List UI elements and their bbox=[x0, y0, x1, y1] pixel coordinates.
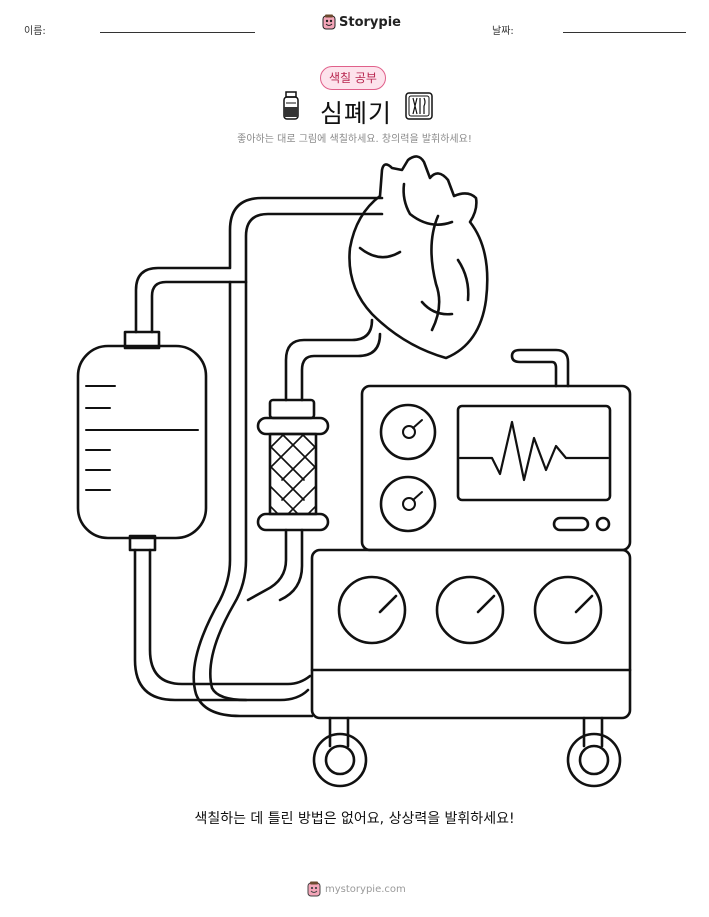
tube-left-loop-outer bbox=[192, 280, 314, 718]
monitor-slot bbox=[552, 516, 590, 532]
filter-top-ring bbox=[256, 416, 330, 436]
iv-bag bbox=[76, 344, 208, 540]
tube-heart-outer bbox=[284, 318, 374, 402]
tube-top-inner bbox=[150, 212, 384, 334]
tube-heart-inner bbox=[300, 332, 382, 402]
surgical-tools-icon bbox=[405, 92, 433, 120]
monitor-gauge-top bbox=[379, 403, 437, 461]
filter-outflow-outer bbox=[246, 528, 288, 602]
pump-dial-3 bbox=[533, 575, 603, 645]
monitor-handle bbox=[510, 348, 570, 388]
footer-site[interactable]: mystorypie.com bbox=[325, 883, 406, 895]
name-line bbox=[100, 32, 255, 33]
monitor-gauge-bottom bbox=[379, 475, 437, 533]
tube-bag-bottom-inner bbox=[148, 548, 312, 686]
category-badge: 색칠 공부 bbox=[320, 66, 386, 90]
monitor-led bbox=[595, 516, 611, 532]
pump-dial-1 bbox=[337, 575, 407, 645]
right-wheel bbox=[566, 732, 622, 788]
right-wheel-hub bbox=[578, 744, 610, 776]
filter-outflow-inner bbox=[278, 528, 304, 602]
name-label: 이름: bbox=[24, 26, 46, 37]
date-line bbox=[563, 32, 686, 33]
tube-left-loop-inner bbox=[209, 280, 248, 702]
iv-bag-top-connector bbox=[123, 330, 161, 350]
footer: mystorypie.com bbox=[307, 880, 406, 898]
left-wheel bbox=[312, 732, 368, 788]
page-title: 심폐기 bbox=[320, 99, 393, 128]
brand-logo: Storypie bbox=[322, 12, 401, 32]
monitor-screen bbox=[456, 404, 612, 502]
storypie-mascot-icon bbox=[322, 14, 336, 30]
encouragement-caption: 색칠하는 데 틀린 방법은 없어요, 상상력을 발휘하세요! bbox=[194, 811, 515, 827]
heartbeat-waveform bbox=[458, 420, 610, 482]
filter-bottom-ring bbox=[256, 512, 330, 532]
iv-bag-bottom-connector bbox=[128, 534, 157, 552]
storypie-footer-icon bbox=[307, 881, 321, 897]
pump-unit bbox=[310, 548, 632, 720]
pump-dial-2 bbox=[435, 575, 505, 645]
left-wheel-hub bbox=[324, 744, 356, 776]
date-label: 날짜: bbox=[492, 26, 514, 37]
tube-top-outer bbox=[134, 196, 384, 334]
instructions-text: 좋아하는 대로 그림에 색칠하세요. 창의력을 발휘하세요! bbox=[237, 134, 472, 145]
right-wheel-post bbox=[582, 716, 604, 748]
brand-name: Storypie bbox=[339, 14, 401, 30]
tube-bag-bottom-outer bbox=[133, 548, 310, 702]
filter-top-cap bbox=[268, 398, 316, 420]
medicine-bottle-icon bbox=[283, 91, 299, 120]
left-wheel-post bbox=[328, 716, 350, 748]
heart bbox=[348, 155, 489, 360]
